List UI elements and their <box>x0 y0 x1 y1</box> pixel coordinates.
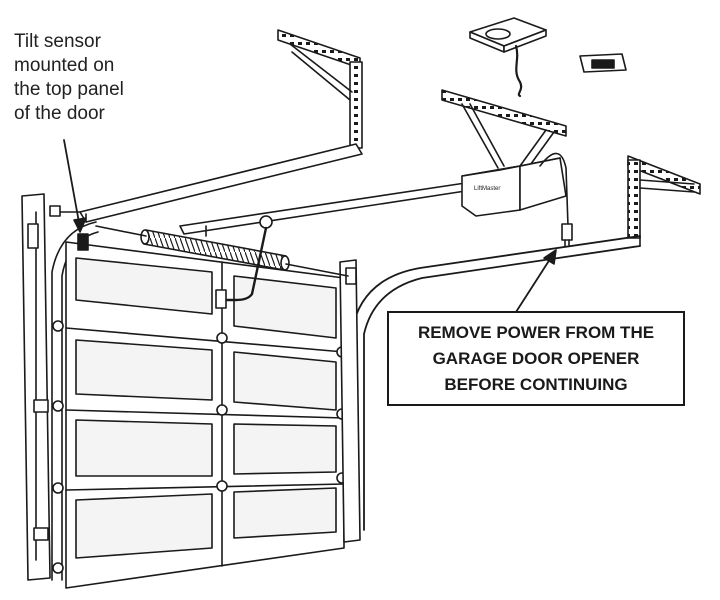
garage-door-opener-icon: LiftMaster <box>461 157 567 217</box>
opener-rail <box>179 181 473 237</box>
ceiling-light-icon <box>469 17 547 98</box>
warning-line: GARAGE DOOR OPENER <box>432 348 640 368</box>
callout-line: the top panel <box>14 79 124 100</box>
door-raised-panels <box>75 257 337 559</box>
remove-power-warning: REMOVE POWER FROM THE GARAGE DOOR OPENER… <box>387 311 685 406</box>
tilt-sensor-callout: Tilt sensor mounted on the top panel of … <box>14 30 124 126</box>
callout-line: of the door <box>14 103 105 124</box>
callout-line: mounted on <box>14 55 115 76</box>
callout-line: Tilt sensor <box>14 31 101 52</box>
tilt-sensor-pointer <box>63 139 87 233</box>
power-cord-icon <box>539 152 573 247</box>
opener-mounting-bracket <box>441 89 567 169</box>
left-track-bracket <box>277 29 363 149</box>
wall-button-icon <box>579 53 627 73</box>
tilt-sensor-icon <box>49 205 89 251</box>
right-track-bracket <box>627 155 701 239</box>
svg-text:LiftMaster: LiftMaster <box>474 186 500 192</box>
opener-arm <box>215 215 273 309</box>
warning-line: BEFORE CONTINUING <box>444 374 628 394</box>
power-cord-pointer <box>515 249 557 313</box>
door-hinges <box>33 320 348 574</box>
torsion-spring-icon <box>95 225 349 277</box>
door-right-jamb <box>339 259 361 543</box>
warning-line: REMOVE POWER FROM THE <box>417 322 655 342</box>
door-left-jamb <box>21 193 51 581</box>
